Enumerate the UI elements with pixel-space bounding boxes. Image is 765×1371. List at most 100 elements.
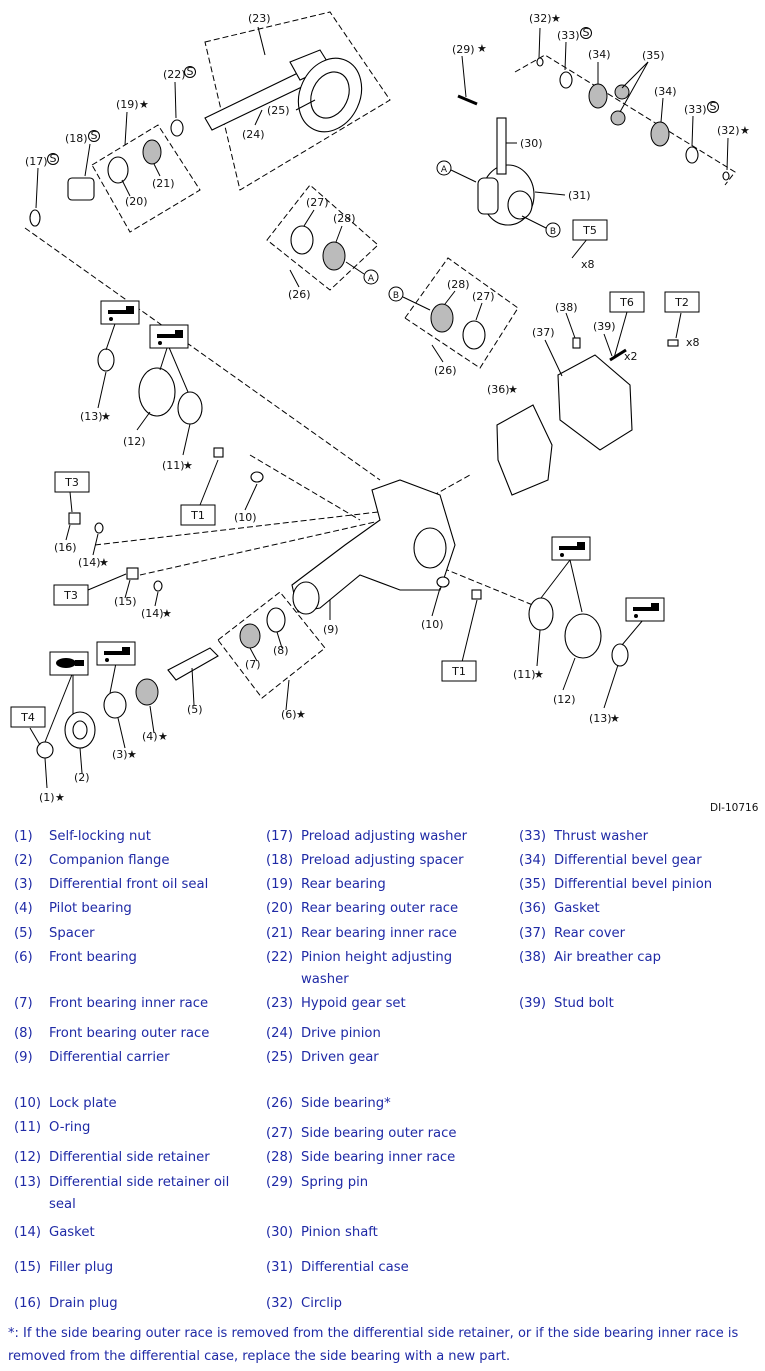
svg-text:(31): (31) [568,189,591,202]
legend-item-text: Pilot bearing [49,901,132,916]
svg-text:S: S [50,152,57,165]
legend-item-number: (20) [266,901,294,916]
svg-text:★: ★ [139,98,149,111]
svg-text:(4): (4) [142,730,158,743]
rear-bearing-outer-race [107,156,129,184]
side-bearing-note: *: If the side bearing outer race is rem… [8,1326,739,1364]
svg-text:T5: T5 [582,224,597,237]
svg-text:(35): (35) [642,49,665,62]
legend-item-number: (18) [266,853,294,868]
svg-text:(33): (33) [557,29,580,42]
differential-carrier [291,479,456,615]
leader-lines [29,26,729,789]
o-ring-right [528,597,554,631]
svg-text:(1): (1) [39,791,55,804]
svg-text:(27): (27) [472,290,495,303]
legend-item-number: (19) [266,877,294,892]
legend-item-text: Gasket [49,1225,95,1240]
legend-item-number: (16) [14,1296,42,1311]
svg-text:(33): (33) [684,103,707,116]
leader-line [94,511,379,546]
torque-tag-t1: T1 [180,504,216,526]
legend-item-number: (29) [266,1175,294,1190]
front-bearing-inner-race [239,623,261,649]
legend-item-text: Front bearing outer race [49,1026,210,1041]
legend-item-number: (33) [519,829,547,844]
legend-item-number: (12) [14,1150,42,1165]
figure-reference-code: DI-10716 [710,802,759,814]
legend-item-text: Stud bolt [554,996,614,1011]
oil-icon [625,597,665,622]
svg-text:(17): (17) [25,155,48,168]
svg-text:★: ★ [101,410,111,423]
legend-item-text: Front bearing inner race [49,996,209,1011]
differential-gears-line [514,54,736,186]
torque-tag-t6: T6 [609,291,645,313]
side-bearing-inner-race-upper [322,241,346,271]
svg-text:(28): (28) [333,212,356,225]
differential-bevel-gear-lower [650,121,670,147]
legend-item-text: Hypoid gear set [301,996,406,1011]
svg-text:★: ★ [127,748,137,761]
legend-item-number: (10) [14,1096,42,1111]
svg-text:S: S [91,129,98,142]
legend-item-number: (8) [14,1026,33,1041]
side-bearing-inner-race-lower [430,303,454,333]
ref-point-a: A [345,261,379,285]
oil-seal-right [611,643,629,667]
legend-item-number: (15) [14,1260,42,1275]
svg-text:A: A [441,165,448,175]
differential-bevel-gear-upper [588,83,608,109]
legend-item-text: Drain plug [49,1296,118,1311]
svg-text:(18): (18) [65,132,88,145]
differential-bevel-pinion-a [614,84,630,100]
legend-item-number: (24) [266,1026,294,1041]
svg-text:★: ★ [534,668,544,681]
oil-icon [551,536,591,561]
rear-cover-bolt [667,339,679,347]
svg-text:(7): (7) [245,658,261,671]
svg-text:(16): (16) [54,541,77,554]
side-bearing-outer-race-upper [290,225,314,255]
legend-item-text: Differential front oil seal [49,877,209,892]
svg-text:(8): (8) [273,644,289,657]
legend-item-text: Rear bearing inner race [301,926,457,941]
stud-bolt [609,348,627,362]
lock-plate-bolt-lower [471,589,482,600]
side-bearing-group-lower [404,257,519,369]
svg-text:(2): (2) [74,771,90,784]
companion-flange [64,711,96,749]
svg-text:(26): (26) [434,364,457,377]
svg-text:(39): (39) [593,320,616,333]
legend-item-number: (26) [266,1096,294,1111]
svg-text:B: B [550,227,556,237]
svg-text:(19): (19) [116,98,139,111]
legend-item-number: (5) [14,926,33,941]
legend-item-text: O-ring [49,1120,91,1135]
svg-text:(20): (20) [125,195,148,208]
legend-item-text: Thrust washer [554,829,649,844]
driven-gear [297,57,363,133]
ref-point-b: B [521,215,561,238]
legend-item-number: (25) [266,1050,294,1065]
legend-item-text: Self-locking nut [49,829,151,844]
grease-icon [49,651,89,676]
lock-plate-upper [250,471,264,483]
differential-case [477,164,535,226]
torque-tag-t1: T1 [441,660,477,682]
legend-item-number: (23) [266,996,294,1011]
callout-labels: (23) (25) (24) (22) (19) (18) (17) (20) … [25,12,740,804]
svg-text:S: S [710,100,717,113]
svg-text:★: ★ [740,124,750,137]
legend-item-text: Rear bearing outer race [301,901,459,916]
legend-item-number: (13) [14,1175,42,1190]
svg-text:★: ★ [158,730,168,743]
gasket-drain [94,522,104,534]
legend-item-text: Pinion height adjusting washer [301,950,453,987]
leader-line [139,521,376,576]
svg-text:(22): (22) [163,68,186,81]
svg-text:(26): (26) [288,288,311,301]
legend-item-number: (9) [14,1050,33,1065]
svg-text:★: ★ [55,791,65,804]
svg-text:(15): (15) [114,595,137,608]
